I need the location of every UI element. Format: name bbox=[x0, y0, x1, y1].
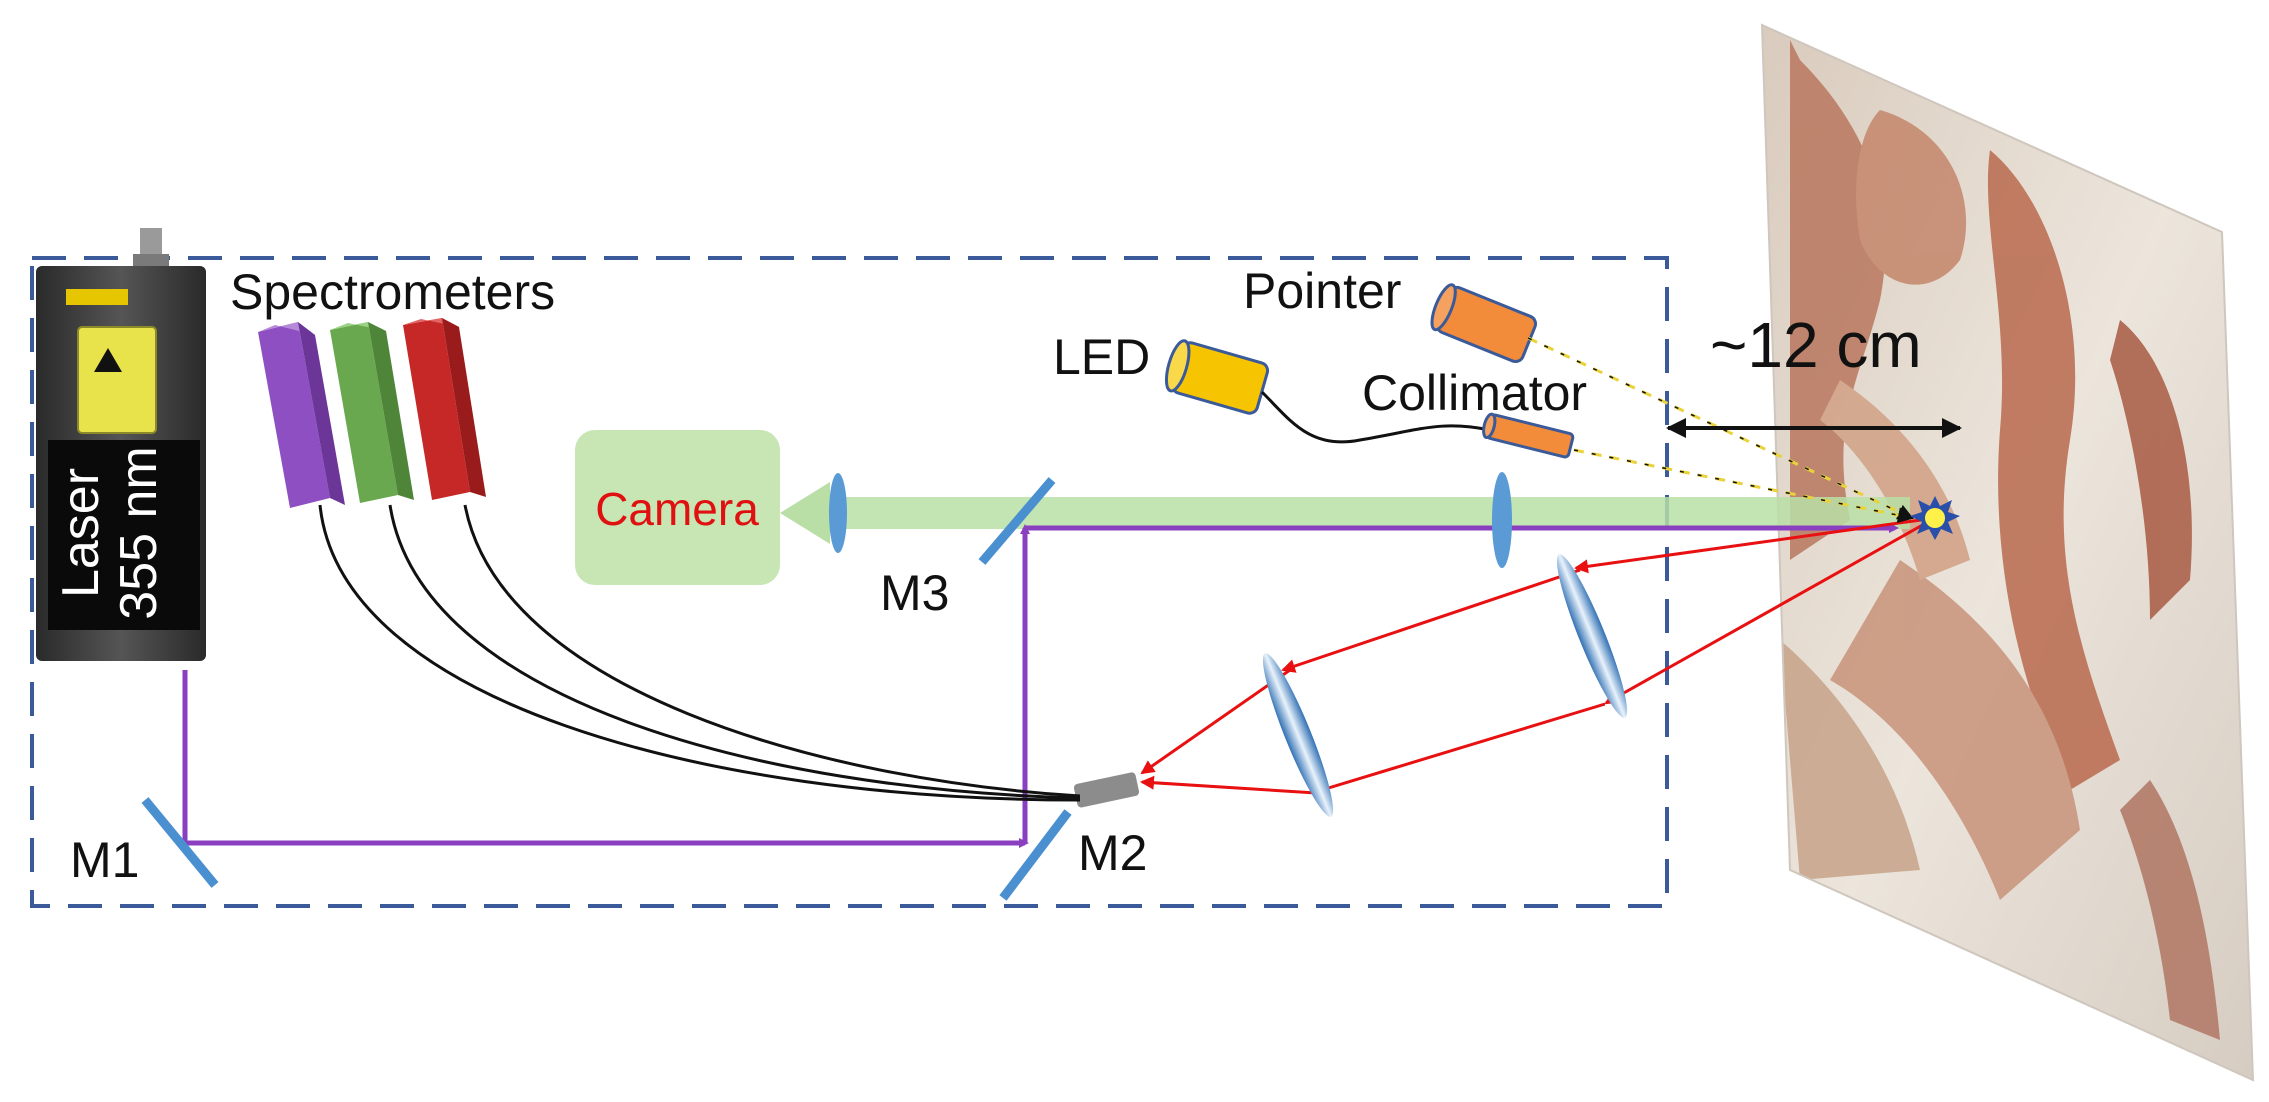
m2-label: M2 bbox=[1078, 825, 1147, 881]
mirror-m2 bbox=[999, 809, 1072, 901]
laser-head-icon: Laser 355 nm bbox=[36, 228, 206, 661]
fiber-collector bbox=[1073, 772, 1140, 808]
laser-label-line2: 355 nm bbox=[110, 446, 168, 619]
collimator-label: Collimator bbox=[1362, 365, 1587, 421]
camera-lens-far bbox=[1492, 472, 1512, 568]
plasma-spot bbox=[1910, 496, 1960, 540]
collection-lens-1 bbox=[1556, 554, 1628, 718]
wall-painting bbox=[1760, 23, 2255, 1082]
camera-lens-near-m3 bbox=[829, 473, 847, 553]
spectrometer-purple bbox=[258, 322, 345, 508]
led-label: LED bbox=[1053, 329, 1150, 385]
pointer-laser bbox=[1430, 283, 1538, 364]
enclosure-dashed-box bbox=[30, 256, 1669, 908]
led-fiber bbox=[1260, 390, 1491, 444]
spectrometer-red bbox=[403, 318, 486, 500]
uv-laser-beam bbox=[182, 523, 1899, 848]
camera-box: Camera bbox=[575, 430, 780, 585]
spectrometers-label: Spectrometers bbox=[230, 264, 555, 320]
spectrometer-green bbox=[330, 322, 414, 503]
m1-label: M1 bbox=[70, 832, 139, 888]
distance-label: ~12 cm bbox=[1710, 309, 1922, 381]
led-source bbox=[1164, 339, 1270, 415]
collimator bbox=[1482, 412, 1575, 459]
mirror-m1 bbox=[141, 797, 219, 888]
m3-label: M3 bbox=[880, 565, 949, 621]
camera-label: Camera bbox=[595, 483, 759, 535]
spectrometer-fibers bbox=[318, 504, 1081, 802]
pointer-label: Pointer bbox=[1243, 263, 1401, 319]
camera-light-path bbox=[780, 482, 1910, 544]
laser-label-line1: Laser bbox=[52, 468, 110, 598]
collection-lens-2 bbox=[1262, 653, 1334, 817]
guide-beams bbox=[1527, 336, 1914, 524]
mirror-m3 bbox=[978, 477, 1056, 565]
plasma-emission-rays bbox=[1140, 516, 1936, 797]
